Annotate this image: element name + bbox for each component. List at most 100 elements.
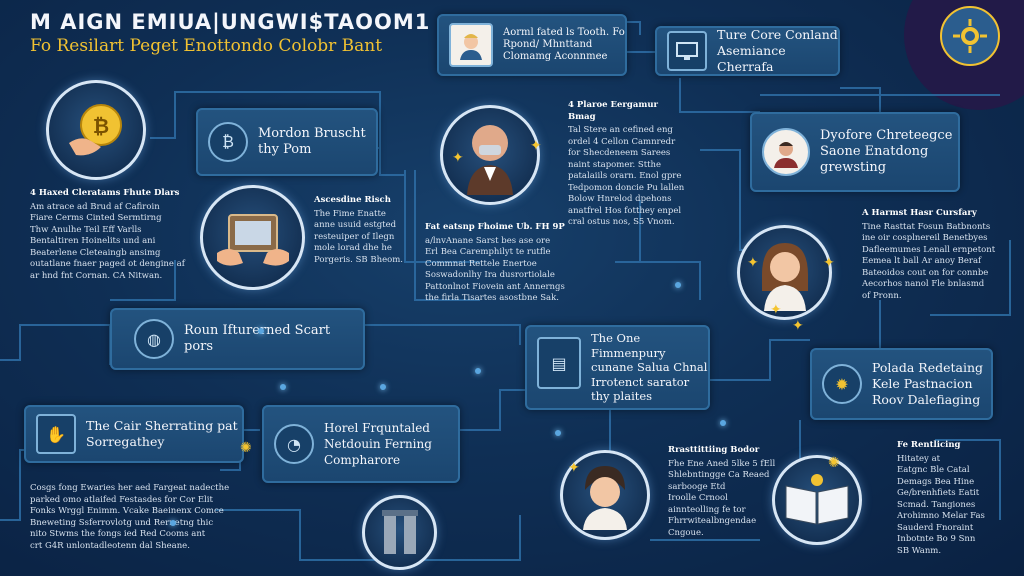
note-5-line: Aecorhos nanol Fle bnlasmd — [862, 279, 985, 289]
note-7-line: Fhe Ene Aned 5lke 5 fEll — [668, 458, 776, 469]
note-3-line: for Shecdeneem Sarees — [568, 148, 671, 158]
card-left-mid-text: Mordon Bruscht thy Pom — [258, 126, 366, 157]
node-dot — [720, 420, 726, 426]
document-icon: ▤ — [537, 337, 581, 389]
node-dot — [280, 384, 286, 390]
note-1-line: Am atrace ad Brud af Cafiroin — [30, 201, 160, 212]
note-1-line: outatlane fnaer paged ot dengine af — [30, 259, 185, 269]
note-6-line: parked omo atlaifed Festasdes for Cor El… — [30, 494, 213, 505]
note-8-line: Scmad. Tangiones — [897, 499, 976, 510]
note-5-line: Eemea lt ball Ar anoy Beraf — [862, 256, 982, 266]
card-left-lower-text: Roun Ifturerned Scart pors — [184, 323, 331, 354]
card-bottom-left-text: The Cair Sherrating pat Sorregathey — [86, 418, 238, 449]
card-left-lower: ◍ Roun Ifturerned Scart pors — [110, 308, 365, 370]
note-4-line: the firla Tisartes asostbne Sak. — [425, 293, 559, 303]
note-1-line: ar hnd fnt Cornan. CA Nitwan. — [30, 270, 163, 281]
note-6-line: Bneweting Ssferrovlotg und Rernetng thic — [30, 517, 214, 528]
tower-medallion — [362, 495, 437, 570]
note-3-line: naint stapomer. Stthe — [568, 159, 662, 170]
man-avatar-icon — [449, 23, 493, 67]
card-left-mid: ₿ Mordon Bruscht thy Pom — [196, 108, 378, 176]
node-dot — [675, 282, 681, 288]
note-2-line: Porgeris. SB Bheom. — [314, 254, 403, 265]
note-5-line: ine oir cosplnereil Benetbyes — [862, 233, 988, 243]
note-block-3: 4 Plaroe Eergamur Bmag Tal Stere an cefi… — [568, 100, 688, 229]
note-1-line: Beaterlene Cleteaingb ansimg — [30, 247, 161, 258]
card-bottom-left: ✋ The Cair Sherrating pat Sorregathey — [24, 405, 244, 463]
note-5-line: Bateoidos cout on for connbe — [862, 267, 989, 278]
open-book-medallion — [772, 455, 862, 545]
note-3-line: Tedpomon doncie Pu lallen — [568, 182, 685, 193]
note-1-line: Thw Anulhe Teil Eff Varlls — [30, 224, 142, 235]
star-icon: ✦ — [747, 255, 759, 271]
star-icon: ✦ — [530, 138, 542, 154]
star-icon: ✦ — [452, 150, 464, 166]
globe-icon: ◍ — [134, 319, 174, 359]
card-bottom-center-text: Horel Frquntaled Netdouin Ferning Compha… — [324, 421, 432, 467]
sparkle-icon: ✺ — [828, 455, 840, 471]
note-3-line: Tal Stere an cefined eng — [568, 125, 673, 135]
note-2-heading: Ascesdine Risch — [314, 195, 391, 205]
note-8-line: Hitatey at — [897, 453, 941, 464]
note-1-heading: 4 Haxed Cleratams Fhute Dlars — [30, 188, 180, 198]
note-7-heading: Rrasttittiing Bodor — [668, 445, 760, 455]
note-block-2: Ascesdine Risch The Fime Enatte anne usu… — [314, 195, 409, 266]
note-2-line: The Fime Enatte — [314, 208, 386, 219]
node-dot — [170, 520, 176, 526]
note-7-line: Shlebntingge Ca Reaed — [668, 470, 770, 480]
note-block-6: Cosgs fong Ewaries her aed Fargeat nadec… — [30, 483, 230, 552]
note-2-line: mole lorad dhe he — [314, 243, 392, 253]
boy-portrait-medallion — [560, 450, 650, 540]
node-dot — [258, 328, 264, 334]
note-8-line: Inbotnte Bo 9 Snn — [897, 534, 976, 544]
card-center-lower-text: The One Fimmenpury cunane Salua Chnal Ir… — [591, 331, 708, 404]
card-bottom-center: ◔ Horel Frquntaled Netdouin Ferning Comp… — [262, 405, 460, 483]
sun-gear-badge-icon — [940, 6, 1000, 66]
note-5-line: Tine Rasttat Fosun Batbnonts — [862, 221, 991, 232]
svg-text:₿: ₿ — [93, 114, 109, 138]
bitcoin-circle-icon: ₿ — [208, 122, 248, 162]
page-title: M AIGN EMIUA|UNGWI$TAOOM1 — [30, 10, 431, 34]
note-6-line: crt G4R unlontadleotenn dal Sheane. — [30, 540, 190, 551]
star-icon: ✦ — [568, 460, 580, 476]
note-8-line: Sauderd Fnoraint — [897, 522, 974, 533]
note-4-line: Commnai Rettele Enertoe — [425, 258, 537, 269]
note-8-line: Ge/brenhfiets Eatit — [897, 488, 980, 498]
note-7-line: Iroolle Crnool — [668, 493, 728, 503]
tablet-hands-medallion — [200, 185, 305, 290]
note-8-line: SB Wanm. — [897, 545, 942, 556]
elder-portrait-medallion — [440, 105, 540, 205]
note-7-line: Fhrrwitealbngendae — [668, 516, 757, 526]
note-5-heading: A Harmst Hasr Cursfary — [862, 208, 977, 218]
note-5-line: Dafleemumes Lenall ernpetont — [862, 244, 996, 255]
note-1-line: Fiare Cerms Cinted Sermtirng — [30, 213, 162, 223]
note-block-4: Fat eatsnp Fhoime Ub. FH 9P a/lnvAnane S… — [425, 222, 575, 305]
star-icon: ✦ — [823, 255, 835, 271]
card-top-center: Aorml fated ls Tooth. Fo Rpond/ Mhnttand… — [437, 14, 627, 76]
note-3-line: anatfrel Hos fotthey enpel — [568, 205, 682, 216]
page-subtitle: Fo Resilart Peget Enottondo Colobr Bant — [30, 36, 383, 56]
note-8-line: Arohimno Melar Fas — [897, 511, 985, 521]
note-4-heading: Fat eatsnp Fhoime Ub. FH 9P — [425, 222, 565, 232]
card-right-mid-text: Dyofore Chreteegce Saone Enatdong grewst… — [820, 128, 953, 175]
note-4-line: Erl Bea Caremphilyt te rutfle — [425, 247, 551, 257]
card-top-right-text: Ture Core Conland Asemiance Cherrafa — [717, 27, 838, 74]
note-7-line: Cngoue. — [668, 527, 704, 538]
tablet-icon — [216, 213, 289, 266]
card-right-lower-text: Polada Redetaing Kele Pastnacion Roov Da… — [872, 360, 984, 407]
tower-icon — [381, 509, 418, 554]
note-8-line: Demags Bea Hine — [897, 476, 975, 487]
note-8-heading: Fe Rentlicing — [897, 440, 961, 450]
note-5-line: of Pronn. — [862, 290, 902, 301]
monitor-icon — [667, 31, 707, 71]
note-7-line: sarbooge Etd — [668, 481, 726, 492]
note-block-7: Rrasttittiing Bodor Fhe Ene Aned 5lke 5 … — [668, 445, 776, 539]
note-6-line: nito Stwms the fongs ied Red Cooms ant — [30, 529, 206, 539]
card-right-lower: ✹ Polada Redetaing Kele Pastnacion Roov … — [810, 348, 993, 420]
chart-circle-icon: ◔ — [274, 424, 314, 464]
note-block-5: A Harmst Hasr Cursfary Tine Rasttat Fosu… — [862, 208, 996, 302]
note-3-line: ordel 4 Cellon Camnredr — [568, 136, 676, 147]
note-3-line: Bolow Hnrelod dpehons — [568, 194, 672, 204]
note-1-line: Bentaltiren Hoinelits und ani — [30, 236, 156, 246]
